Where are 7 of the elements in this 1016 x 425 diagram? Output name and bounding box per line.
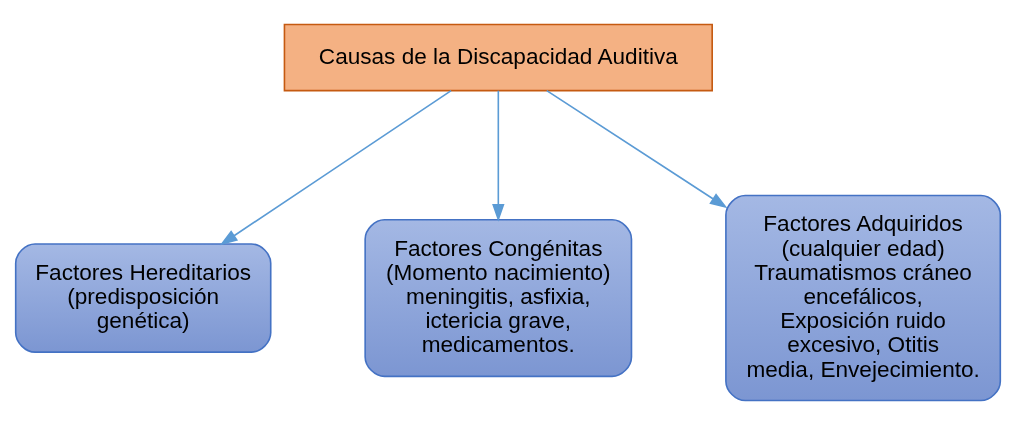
arrow xyxy=(492,89,505,222)
node-box: Factores Hereditarios (predisposición genética) xyxy=(14,243,272,353)
node-box: Causas de la Discapacidad Auditiva xyxy=(283,23,713,92)
arrow xyxy=(545,89,728,209)
arrow xyxy=(219,89,452,246)
node-box: Factores Adquiridos (cualquier edad) Traumatismos cráneo encefálicos, Exposición ruido excesivo, Otitis media, Envejecimiento. xyxy=(725,194,1002,402)
node-box: Factores Congénitas (Momento nacimiento) meningitis, asfixia, ictericia grave, medicamentos. xyxy=(364,218,633,378)
